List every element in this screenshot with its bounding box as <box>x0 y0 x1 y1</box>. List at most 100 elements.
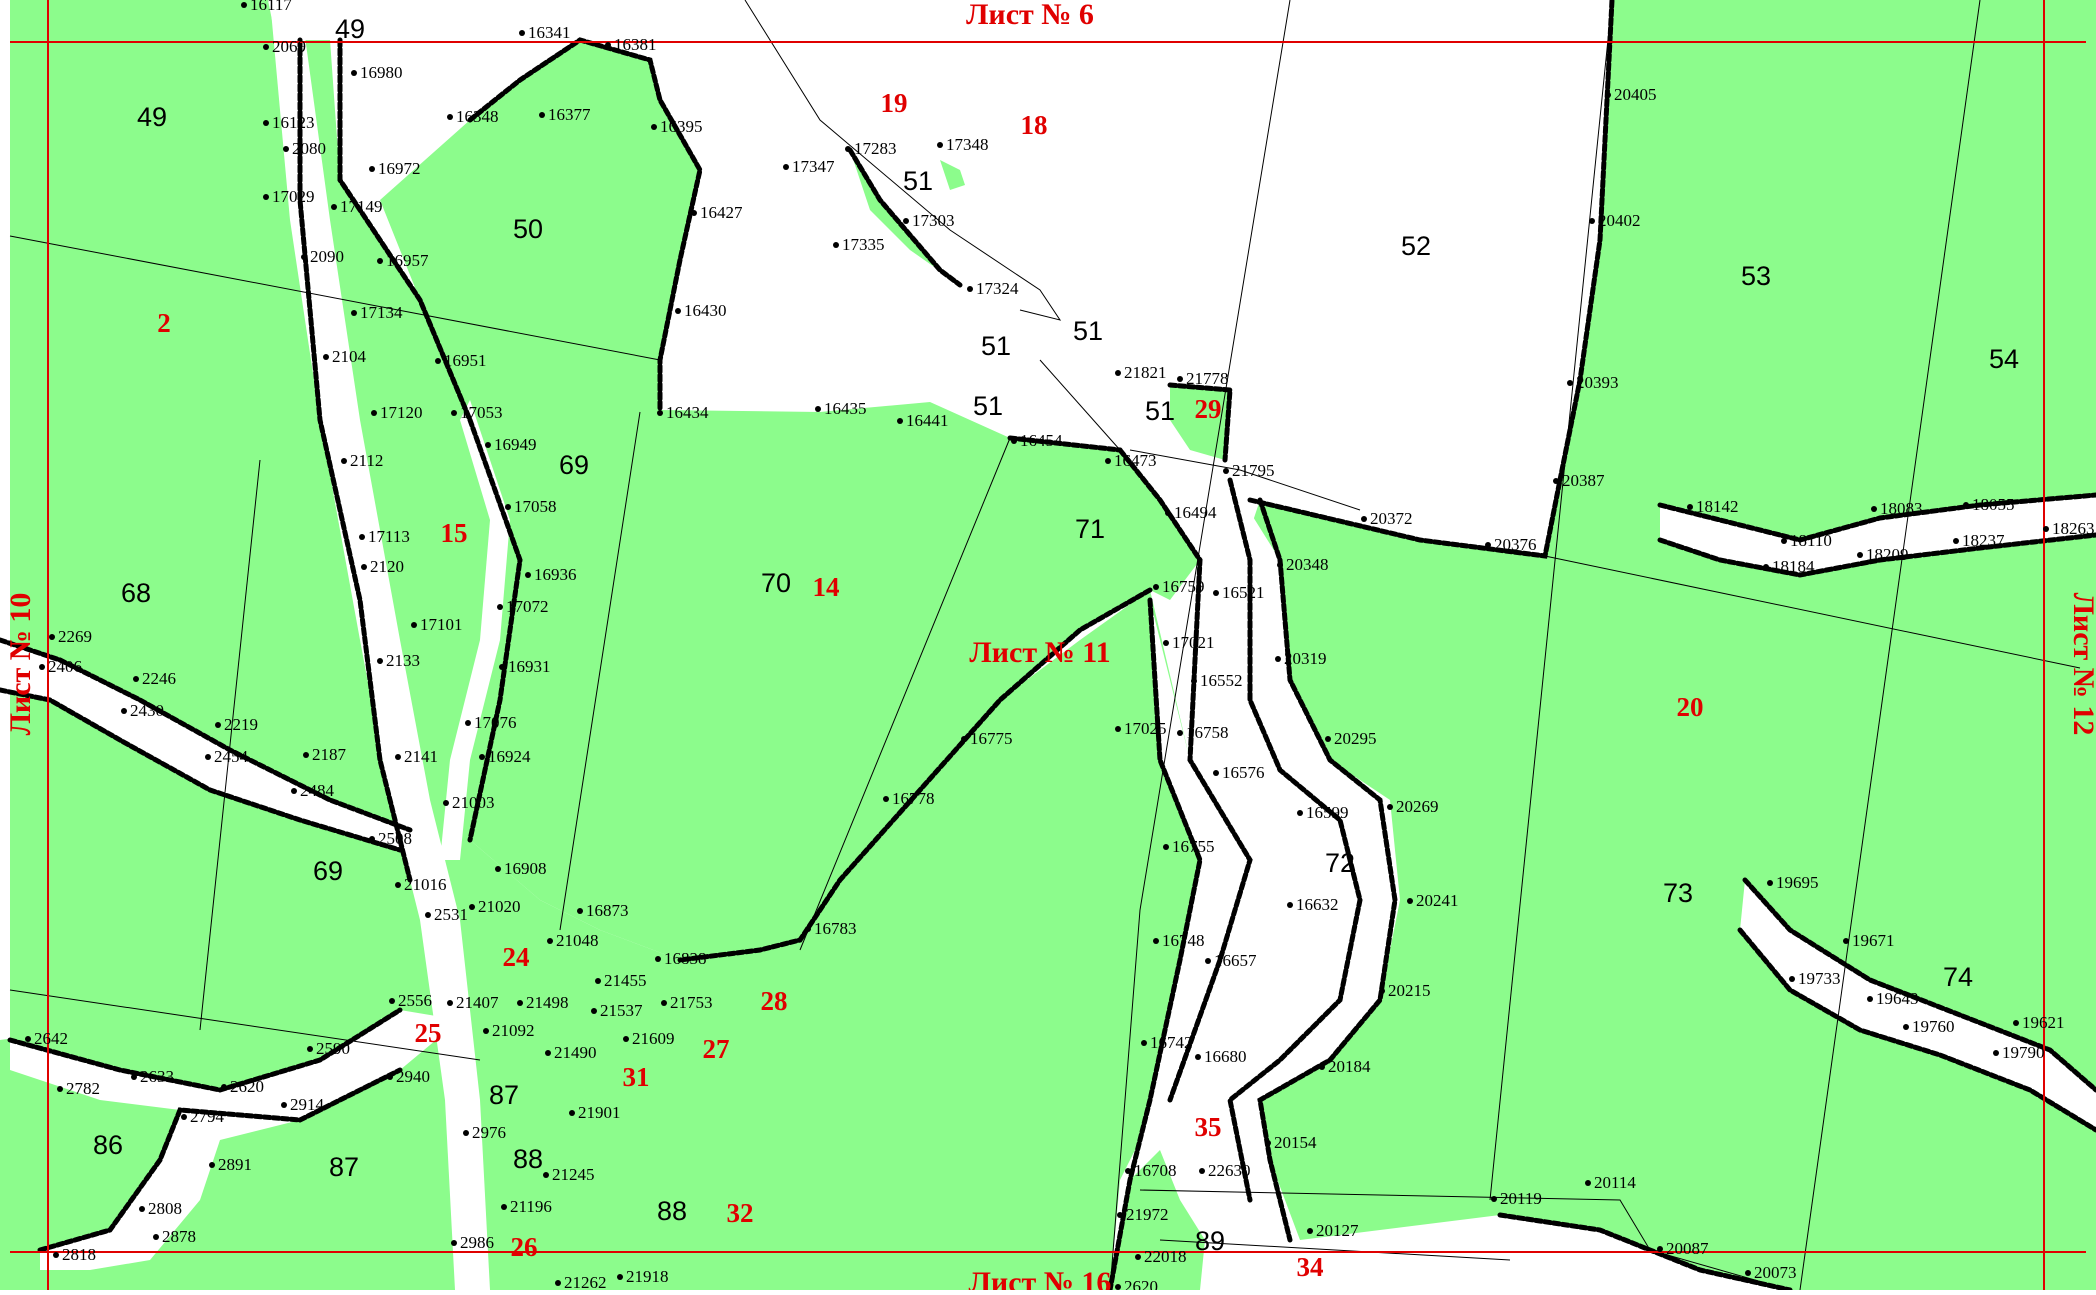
boundary-point-label: 2986 <box>460 1233 494 1252</box>
boundary-point-label: 19760 <box>1912 1017 1955 1036</box>
boundary-point-marker <box>139 1206 145 1212</box>
boundary-point-marker <box>209 1162 215 1168</box>
boundary-point-label: 16680 <box>1204 1047 1247 1066</box>
boundary-point-marker <box>263 44 269 50</box>
boundary-point-marker <box>495 866 501 872</box>
boundary-point-marker <box>547 938 553 944</box>
land-29 <box>1170 385 1230 460</box>
boundary-point-label: 16778 <box>892 789 935 808</box>
parcel-number: 51 <box>903 166 933 196</box>
boundary-point-label: 20376 <box>1494 535 1537 554</box>
boundary-point-marker <box>221 1084 227 1090</box>
boundary-point-marker <box>341 458 347 464</box>
boundary-point-marker <box>1867 996 1873 1002</box>
boundary-point-label: 16783 <box>814 919 857 938</box>
boundary-point-marker <box>361 564 367 570</box>
boundary-point-label: 16395 <box>660 117 703 136</box>
boundary-point-marker <box>215 722 221 728</box>
boundary-point-label: 2620 <box>230 1077 264 1096</box>
boundary-point-label: 19643 <box>1876 989 1919 1008</box>
boundary-point-label: 2620 <box>1124 1277 1158 1290</box>
boundary-point-marker <box>675 308 681 314</box>
boundary-point-label: 16748 <box>1162 931 1205 950</box>
boundary-point-marker <box>1115 726 1121 732</box>
boundary-point-marker <box>1687 504 1693 510</box>
boundary-point-marker <box>595 978 601 984</box>
boundary-point-marker <box>545 1050 551 1056</box>
parcel-number: 51 <box>973 391 1003 421</box>
boundary-point-label: 21778 <box>1186 369 1229 388</box>
boundary-point-label: 20405 <box>1614 85 1657 104</box>
boundary-point-label: 2406 <box>48 657 82 676</box>
boundary-point-label: 19671 <box>1852 931 1895 950</box>
boundary-point-marker <box>967 286 973 292</box>
boundary-point-label: 16454 <box>1020 431 1063 450</box>
boundary-point-label: 20087 <box>1666 1239 1709 1258</box>
boundary-point-label: 18110 <box>1790 531 1832 550</box>
boundary-point-label: 16957 <box>386 251 429 270</box>
boundary-point-marker <box>377 258 383 264</box>
boundary-point-marker <box>369 166 375 172</box>
boundary-point-label: 17101 <box>420 615 463 634</box>
contour-number: 31 <box>623 1062 650 1092</box>
river-bottom-left <box>10 1010 460 1270</box>
boundary-point-label: 2633 <box>140 1067 174 1086</box>
boundary-point-marker <box>1223 468 1229 474</box>
boundary-point-label: 2219 <box>224 715 258 734</box>
contour-number: 2 <box>157 308 171 338</box>
boundary-point-label: 20393 <box>1576 373 1619 392</box>
boundary-point-marker <box>133 676 139 682</box>
boundary-point-label: 2590 <box>316 1039 350 1058</box>
boundary-point-label: 2269 <box>58 627 92 646</box>
boundary-point-marker <box>1135 1254 1141 1260</box>
boundary-point-label: 19790 <box>2002 1043 2045 1062</box>
boundary-point-label: 16552 <box>1200 671 1243 690</box>
boundary-point-label: 16908 <box>504 859 547 878</box>
boundary-point-marker <box>499 664 505 670</box>
boundary-point-label: 2141 <box>404 747 438 766</box>
boundary-point-marker <box>181 1114 187 1120</box>
river-right-upper <box>1660 495 2096 575</box>
boundary-point-label: 16599 <box>1306 803 1349 822</box>
boundary-point-label: 20215 <box>1388 981 1431 1000</box>
boundary-point-marker <box>57 1086 63 1092</box>
sheet-label-top: Лист № 6 <box>966 0 1094 31</box>
boundary-point-label: 2818 <box>62 1245 96 1264</box>
boundary-point-marker <box>655 956 661 962</box>
boundary-point-marker <box>1153 938 1159 944</box>
boundary-point-marker <box>131 1074 137 1080</box>
boundary-point-label: 17053 <box>460 403 503 422</box>
parcel-number: 54 <box>1989 344 2019 374</box>
parcel-number: 52 <box>1401 231 1431 261</box>
boundary-point-marker <box>2013 1020 2019 1026</box>
boundary-point-label: 16434 <box>666 403 709 422</box>
boundary-point-label: 2187 <box>312 745 347 764</box>
boundary-point-label: 21196 <box>510 1197 552 1216</box>
boundary-point-label: 2484 <box>300 781 335 800</box>
boundary-point-label: 2531 <box>434 905 468 924</box>
boundary-point-marker <box>451 410 457 416</box>
contour-number: 24 <box>503 942 530 972</box>
boundary-point-marker <box>897 418 903 424</box>
parcel-number: 74 <box>1943 962 1973 992</box>
boundary-point-marker <box>1105 458 1111 464</box>
boundary-point-label: 17283 <box>854 139 897 158</box>
boundary-point-marker <box>1177 730 1183 736</box>
boundary-point-label: 20114 <box>1594 1173 1636 1192</box>
boundary-point-label: 17113 <box>368 527 410 546</box>
boundary-point-marker <box>371 410 377 416</box>
boundary-point-marker <box>447 1000 453 1006</box>
boundary-point-label: 16924 <box>488 747 531 766</box>
boundary-point-marker <box>485 442 491 448</box>
boundary-point-label: 18184 <box>1772 557 1815 576</box>
boundary-point-label: 19733 <box>1798 969 1841 988</box>
boundary-point-label: 2104 <box>332 347 367 366</box>
parcel-number: 50 <box>513 214 543 244</box>
boundary-point-marker <box>1195 1054 1201 1060</box>
boundary-point-label: 16435 <box>824 399 867 418</box>
boundary-point-label: 21016 <box>404 875 447 894</box>
boundary-point-label: 2080 <box>292 139 326 158</box>
land-17348 <box>940 160 965 190</box>
boundary-point-label: 2430 <box>130 701 164 720</box>
